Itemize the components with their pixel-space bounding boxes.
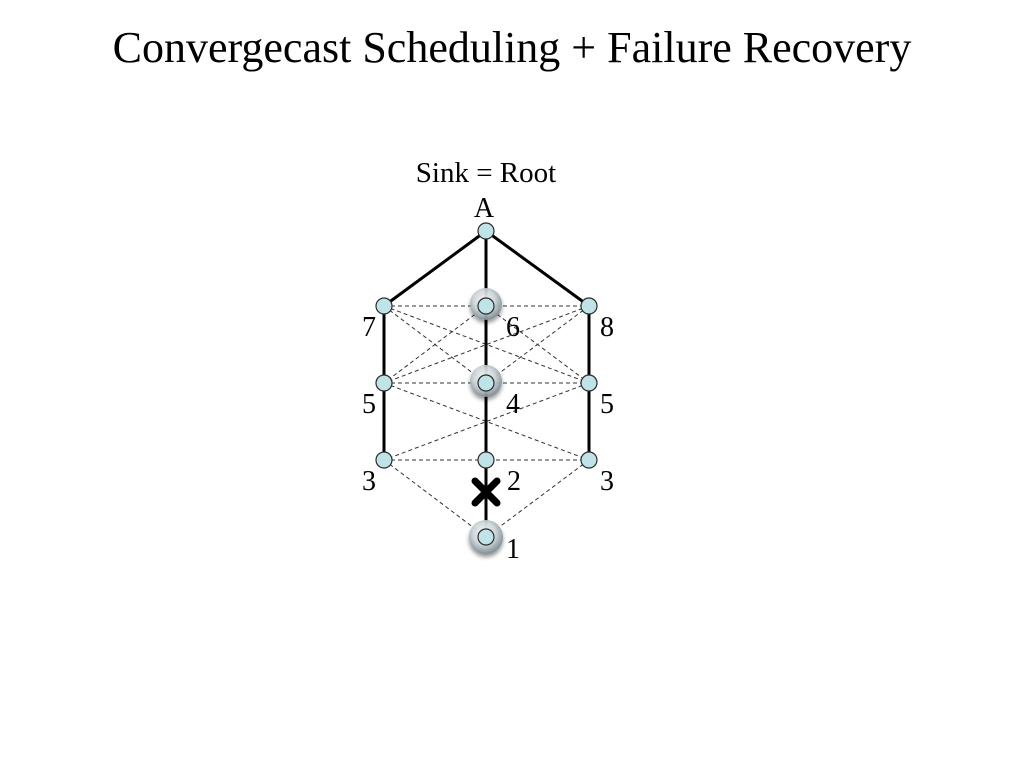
node-label-left-top: 7	[362, 312, 376, 343]
mesh-edge	[383, 305, 590, 384]
node-root	[477, 222, 495, 240]
node-right-bottom	[580, 451, 598, 469]
node-center-top	[477, 297, 495, 315]
sink-label: Sink = Root	[415, 157, 557, 189]
mesh-edges	[383, 305, 590, 538]
mesh-edge	[383, 459, 487, 538]
node-right-top	[580, 297, 598, 315]
root-node-label: A	[474, 193, 495, 224]
node-center-mid	[477, 374, 495, 392]
node-left-bottom	[375, 451, 393, 469]
slide-title: Convergecast Scheduling + Failure Recove…	[112, 23, 912, 72]
mesh-edge	[485, 459, 590, 538]
node-center-bottom	[477, 451, 495, 469]
node-label-center-bottom: 2	[507, 466, 521, 497]
node-label-center-top: 6	[506, 312, 520, 343]
node-right-mid	[580, 374, 598, 392]
mesh-edge	[485, 305, 590, 384]
node-left-mid	[375, 374, 393, 392]
node-label-left-mid: 5	[362, 389, 376, 420]
x-mark-icon	[471, 477, 501, 507]
node-leaf	[477, 528, 495, 546]
mesh-edge	[383, 382, 590, 461]
mesh-edge	[383, 305, 590, 384]
node-left-top	[375, 297, 393, 315]
node-label-right-top: 8	[600, 312, 614, 343]
mesh-edge	[383, 382, 590, 461]
node-label-center-mid: 4	[506, 389, 520, 420]
node-label-left-bottom: 3	[362, 466, 376, 497]
node-label-right-mid: 5	[600, 389, 614, 420]
mesh-edge	[383, 305, 487, 384]
node-label-right-bottom: 3	[600, 466, 614, 497]
tree-edge	[484, 229, 591, 308]
node-label-leaf: 1	[506, 534, 520, 565]
nodes	[375, 222, 598, 546]
tree-edge	[382, 229, 488, 308]
